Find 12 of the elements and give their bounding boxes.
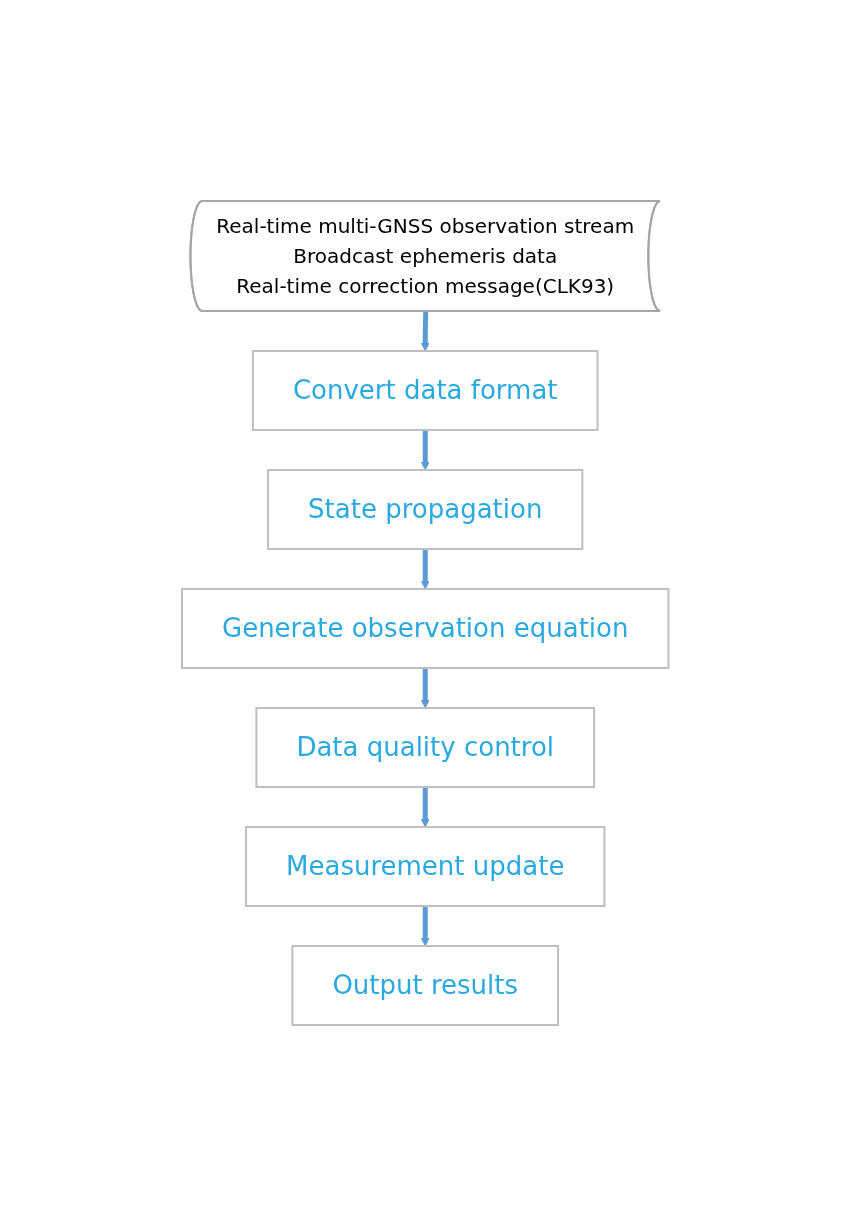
node-box: Data quality control [255, 706, 596, 788]
node-box: State propagation [267, 468, 584, 550]
arrow [421, 667, 430, 708]
arrow [421, 429, 430, 470]
node-box: Generate observation equation [181, 587, 670, 669]
node-box: Convert data format [252, 349, 599, 431]
arrow [421, 310, 430, 351]
arrow [421, 905, 430, 946]
arrow [421, 548, 430, 589]
arrow [421, 786, 430, 827]
node-box: Measurement update [245, 825, 606, 907]
node-box: Output results [291, 944, 560, 1026]
